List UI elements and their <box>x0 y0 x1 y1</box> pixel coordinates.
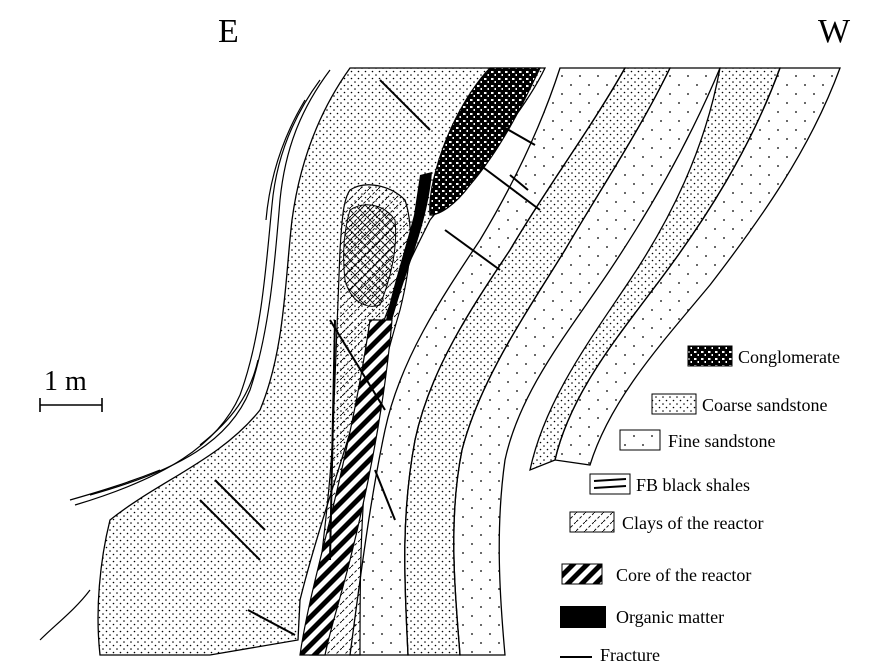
legend-swatch-fb-black-shales <box>590 474 630 494</box>
legend-label-organic-matter: Organic matter <box>616 607 724 627</box>
legend-label-coarse-sandstone: Coarse sandstone <box>702 395 827 415</box>
scale-bar <box>40 398 102 412</box>
east-label: E <box>218 13 239 50</box>
legend-label-fracture: Fracture <box>600 645 660 664</box>
legend-swatch-conglomerate <box>688 346 732 366</box>
legend-label-fb-black-shales: FB black shales <box>636 475 750 495</box>
legend-label-core-reactor: Core of the reactor <box>616 565 751 585</box>
scale-bar-label: 1 m <box>44 366 87 397</box>
legend-label-fine-sandstone: Fine sandstone <box>668 431 776 451</box>
legend-swatch-organic-matter <box>560 606 606 628</box>
legend-swatch-clays-reactor <box>570 512 614 532</box>
legend-label-clays-reactor: Clays of the reactor <box>622 513 763 533</box>
legend-swatch-coarse-sandstone <box>652 394 696 414</box>
legend-label-conglomerate: Conglomerate <box>738 347 840 367</box>
legend-swatch-core-reactor <box>562 564 602 584</box>
legend-swatch-fine-sandstone <box>620 430 660 450</box>
west-label: W <box>818 13 851 50</box>
